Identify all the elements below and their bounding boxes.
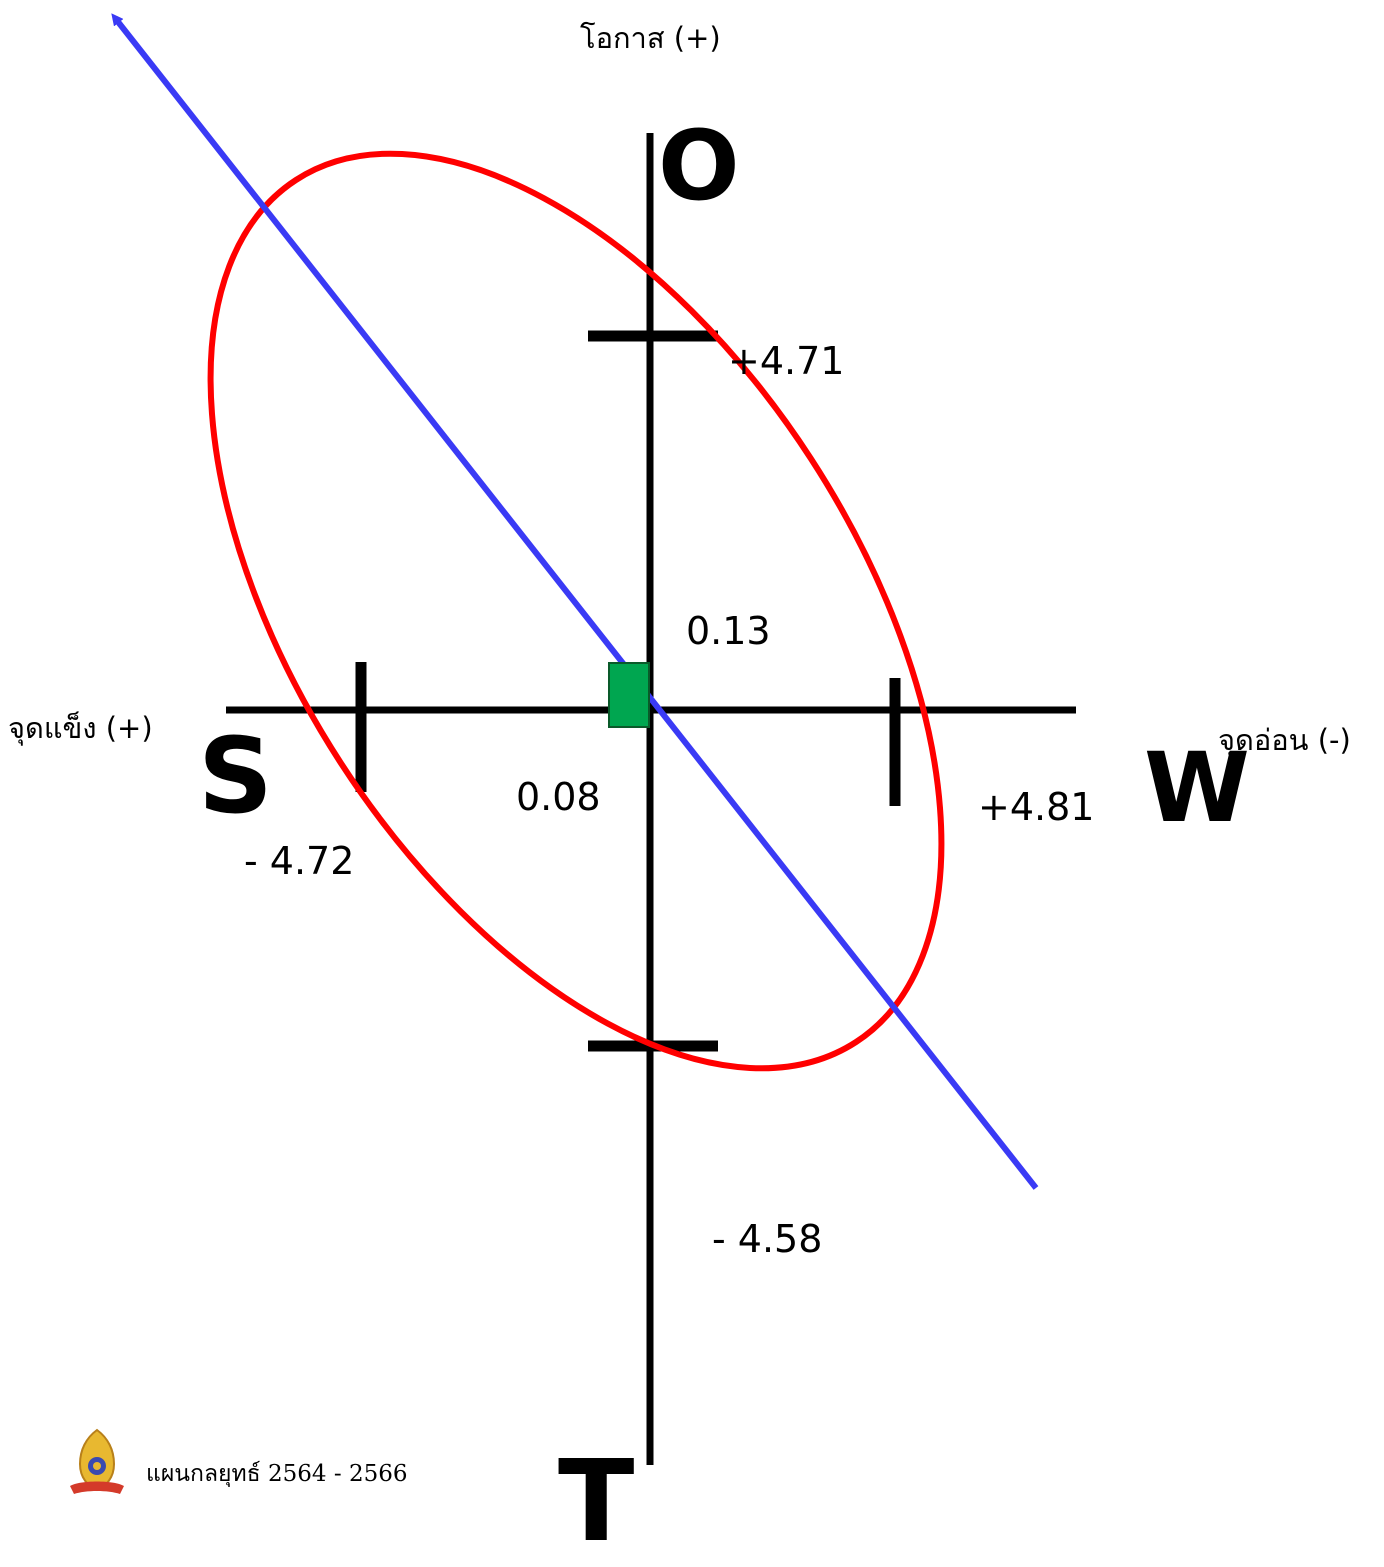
swot-diagram <box>111 13 1076 1465</box>
letter-o: O <box>658 110 740 222</box>
letter-s: S <box>198 715 273 837</box>
direction-arrow <box>111 13 1039 1190</box>
footer: แผนกลยุทธ์ 2564 - 2566 <box>68 1428 408 1500</box>
weakness-axis-label: จุดอ่อน (-) <box>1218 723 1351 757</box>
strength-value: - 4.72 <box>244 839 355 883</box>
opportunity-axis-label: โอกาส (+) <box>580 21 721 55</box>
strength-axis-label: จุดแข็ง (+) <box>8 711 153 745</box>
opportunity-value: +4.71 <box>728 339 845 383</box>
threat-value: - 4.58 <box>712 1217 823 1261</box>
weakness-value: +4.81 <box>978 785 1095 829</box>
footer-text: แผนกลยุทธ์ 2564 - 2566 <box>146 1461 408 1487</box>
vertical-result-value: 0.13 <box>686 609 771 653</box>
position-marker <box>608 662 650 728</box>
horizontal-result-value: 0.08 <box>516 775 601 819</box>
letter-t: T <box>558 1437 635 1567</box>
strategy-ellipse <box>207 150 945 1072</box>
letter-w: W <box>1144 732 1250 844</box>
royal-emblem-icon <box>68 1428 126 1500</box>
